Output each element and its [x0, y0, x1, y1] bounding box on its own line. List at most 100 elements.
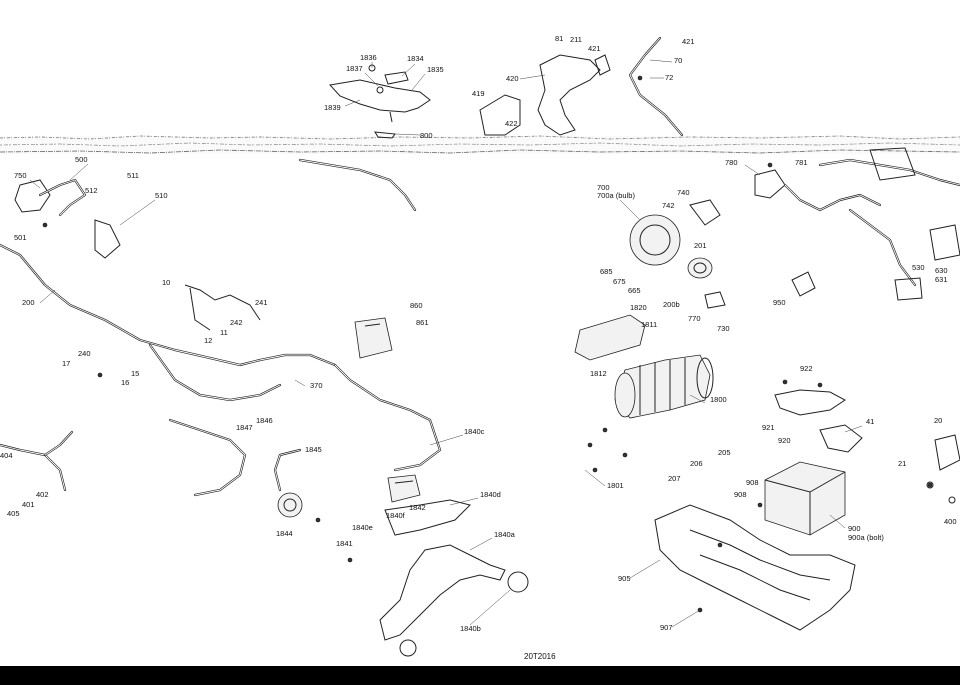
callout-422: 422 — [505, 119, 518, 128]
callout-1840b: 1840b — [460, 624, 481, 633]
callout-401: 401 — [22, 500, 35, 509]
callout-211: 211 — [570, 35, 582, 44]
callout-1800: 1800 — [710, 395, 727, 404]
horn-500 — [14, 178, 121, 259]
callout-419: 419 — [472, 89, 485, 98]
module-860 — [354, 317, 393, 359]
callout-1844: 1844 — [276, 529, 293, 538]
callout-700a: 700a (bulb) — [597, 191, 635, 200]
callout-780: 780 — [725, 158, 738, 167]
harness-right — [818, 147, 960, 301]
callout-740: 740 — [677, 188, 690, 197]
tray-905 — [654, 504, 856, 631]
callout-770: 770 — [688, 314, 701, 323]
bracket-420-assembly — [479, 54, 611, 136]
callout-675: 675 — [613, 277, 626, 286]
callout-420: 420 — [506, 74, 519, 83]
callout-730: 730 — [717, 324, 730, 333]
callout-742: 742 — [662, 201, 675, 210]
callout-501: 501 — [14, 233, 27, 242]
callout-907: 907 — [660, 623, 673, 632]
callout-1812: 1812 — [590, 369, 607, 378]
callout-70: 70 — [674, 56, 682, 65]
callout-11: 11 — [220, 328, 228, 337]
callout-421-a: 421 — [588, 44, 601, 53]
callout-402: 402 — [36, 490, 49, 499]
leader-lines — [29, 59, 863, 628]
callout-1811: 1811 — [641, 320, 657, 329]
callout-900: 900 — [848, 524, 861, 533]
callout-1837: 1837 — [346, 64, 363, 73]
parts-20-21 — [926, 434, 960, 504]
callout-1835: 1835 — [427, 65, 444, 74]
callout-530: 530 — [912, 263, 925, 272]
callout-1836: 1836 — [360, 53, 377, 62]
harness-200 — [0, 243, 337, 367]
callout-700: 700 — [597, 183, 610, 192]
callout-631: 631 — [935, 275, 948, 284]
callout-800: 800 — [420, 131, 433, 140]
callout-10: 10 — [162, 278, 170, 287]
callout-1840f: 1840f — [386, 511, 406, 520]
bracket-1840a — [379, 499, 529, 657]
callout-21: 21 — [898, 459, 906, 468]
callout-512: 512 — [85, 186, 98, 195]
callout-1845: 1845 — [305, 445, 322, 454]
callout-1801: 1801 — [607, 481, 624, 490]
callout-500: 500 — [75, 155, 88, 164]
callout-665: 665 — [628, 286, 641, 295]
callout-1840e: 1840e — [352, 523, 373, 532]
module-1845 — [273, 448, 303, 518]
callout-922: 922 — [800, 364, 813, 373]
callout-908-a: 908 — [746, 478, 759, 487]
callout-921: 921 — [762, 423, 775, 432]
callout-72: 72 — [665, 73, 673, 82]
winch-1800 — [614, 354, 714, 419]
torn-band — [0, 135, 960, 154]
callout-908-b: 908 — [734, 490, 747, 499]
callout-781: 781 — [795, 158, 808, 167]
callout-81: 81 — [555, 34, 563, 43]
callout-41: 41 — [866, 417, 874, 426]
battery-900 — [764, 461, 846, 536]
callout-207: 207 — [668, 474, 681, 483]
callout-1840d: 1840d — [480, 490, 501, 499]
headlight-700 — [629, 199, 726, 309]
callout-421-b: 421 — [682, 37, 695, 46]
callout-1839: 1839 — [324, 103, 341, 112]
callout-510: 510 — [155, 191, 168, 200]
callout-920: 920 — [778, 436, 791, 445]
light-1840c — [387, 474, 421, 503]
callout-630: 630 — [935, 266, 948, 275]
callout-1847: 1847 — [236, 423, 253, 432]
callout-1820: 1820 — [630, 303, 647, 312]
callout-404: 404 — [0, 451, 13, 460]
bottom-bar — [0, 666, 960, 685]
callout-405: 405 — [7, 509, 20, 518]
callout-750: 750 — [14, 171, 27, 180]
callout-400: 400 — [944, 517, 957, 526]
callout-201: 201 — [694, 241, 707, 250]
callout-511: 511 — [127, 171, 139, 180]
callout-200: 200 — [22, 298, 35, 307]
sensor-950 — [791, 271, 816, 297]
callout-370: 370 — [310, 381, 323, 390]
callout-206: 206 — [690, 459, 703, 468]
callout-labels: 1836 1834 1837 1835 1839 800 81 211 421 … — [0, 34, 957, 633]
callout-242: 242 — [230, 318, 243, 327]
bracket-780 — [754, 169, 882, 212]
callout-900a: 900a (bolt) — [848, 533, 884, 542]
callout-17: 17 — [62, 359, 70, 368]
callout-860: 860 — [410, 301, 423, 310]
wire-10 — [184, 284, 261, 321]
cable-70 — [628, 36, 684, 137]
callout-12: 12 — [204, 336, 212, 345]
callout-1834: 1834 — [407, 54, 424, 63]
bracket-920 — [774, 389, 863, 453]
callout-1840c: 1840c — [464, 427, 485, 436]
drawing-id: 20T2016 — [524, 652, 556, 661]
callout-241: 241 — [255, 298, 268, 307]
callout-905: 905 — [618, 574, 631, 583]
callout-1841: 1841 — [336, 539, 353, 548]
